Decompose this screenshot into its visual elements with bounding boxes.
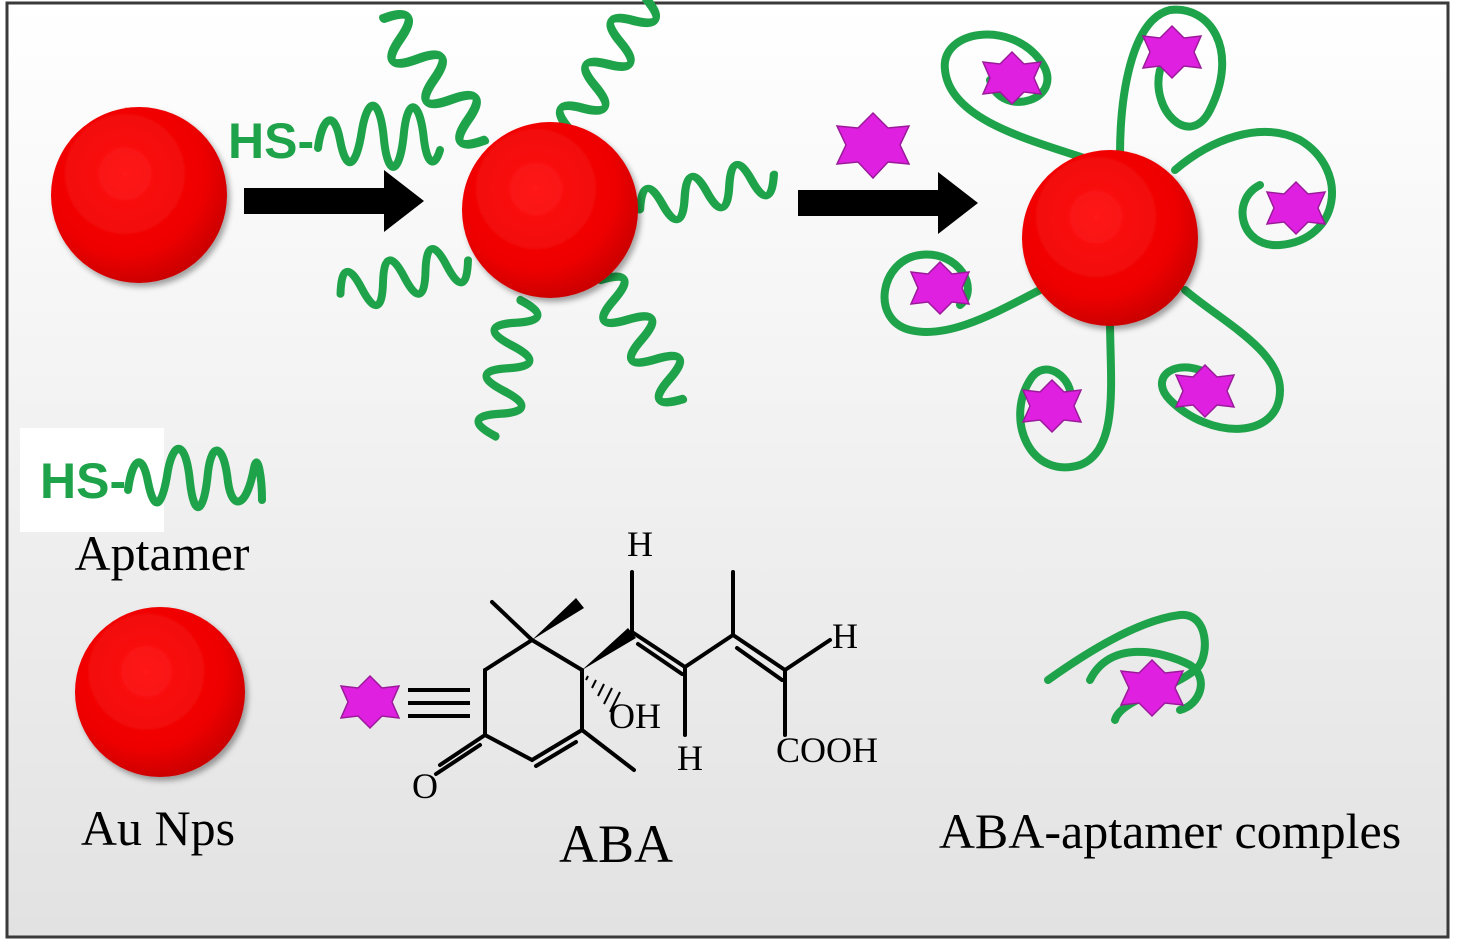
gold-nanoparticle-icon [51, 107, 227, 283]
folded-aptamer-loops [880, 5, 1336, 472]
hs-label-top: HS- [228, 113, 314, 169]
wedge-bond-icon [582, 628, 636, 670]
process-arrow-icon [244, 170, 424, 232]
gold-nanoparticle-functionalized-icon [462, 122, 638, 298]
diagram-frame [5, 1, 1450, 939]
aba-star-icon [835, 111, 911, 180]
hash-bond-icon [585, 675, 621, 713]
aba-label: ABA [559, 814, 673, 874]
aba-molecule-structure [434, 570, 832, 776]
au-nps-label: Au Nps [81, 800, 235, 856]
atom-h-right: H [832, 616, 858, 656]
atom-h-bottom: H [677, 738, 703, 778]
aptamer-legend-box [20, 428, 164, 532]
process-arrow-icon [798, 172, 978, 234]
aba-star-icon [1119, 658, 1185, 718]
hs-label-legend: HS- [40, 453, 126, 509]
atom-cooh: COOH [776, 730, 878, 770]
aptamer-label: Aptamer [75, 525, 250, 581]
atom-h-top: H [627, 524, 653, 564]
atom-o: O [412, 766, 438, 806]
bound-aba-stars [909, 24, 1327, 434]
gold-nanoparticle-complex-icon [1022, 150, 1198, 326]
aptamer-complex-loop-icon [1086, 647, 1205, 714]
aba-star-icon [339, 674, 401, 730]
aptamer-strand-icon [314, 101, 444, 171]
triple-bond-icon [408, 688, 470, 718]
aptamer-strand-icon [124, 445, 266, 511]
atom-oh: OH [609, 696, 661, 736]
wedge-bond-icon [532, 598, 584, 640]
gold-nanoparticle-legend-icon [75, 607, 245, 777]
complex-label: ABA-aptamer comples [939, 803, 1401, 859]
